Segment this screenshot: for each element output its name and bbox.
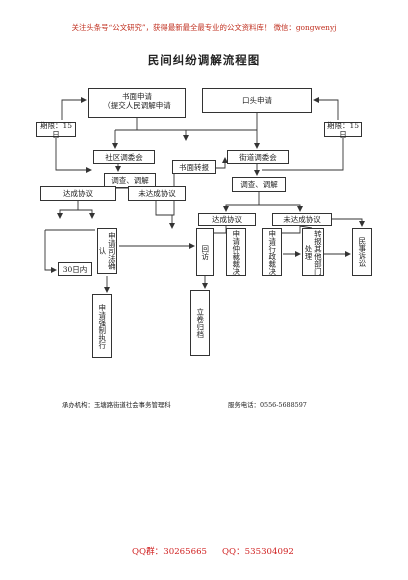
qq-number: QQ：535304092	[222, 547, 294, 557]
within-30-days-box: 30日内	[58, 262, 92, 276]
agreement-reached-community-box: 达成协议	[40, 186, 116, 201]
no-agreement-street-box: 未达成协议	[272, 213, 332, 226]
administrative-ruling-box: 申请行政裁决	[262, 228, 282, 276]
revisit-box: 回访	[196, 228, 214, 276]
top-banner: 关注头条号“公文研究”，获得最新最全最专业的公文资料库！ 微信：gongweny…	[71, 23, 337, 32]
archive-filing-box: 立卷归档	[190, 290, 210, 356]
oral-application-box: 口头申请	[202, 88, 312, 113]
transfer-other-department-box: 转报其他部门处理	[302, 228, 324, 276]
footer-organization: 承办机构：玉塘路街道社会事务管理科	[62, 401, 171, 409]
written-transfer-box: 书面转报	[172, 160, 216, 174]
written-application-line1: 书面申请	[122, 92, 152, 101]
investigate-mediate-street-box: 调查、调解	[232, 177, 286, 192]
period-left-box: 期限：15日	[36, 121, 76, 139]
judicial-confirmation-box: 申请司法确认	[97, 228, 117, 274]
footer-phone: 服务电话：0556-5688597	[228, 401, 307, 409]
agreement-reached-street-box: 达成协议	[198, 213, 256, 226]
street-committee-box: 街道调委会	[227, 150, 289, 164]
arbitration-ruling-box: 申请仲裁裁决	[226, 228, 246, 276]
community-committee-box: 社区调委会	[93, 150, 155, 164]
qq-group-number: QQ群：30265665	[132, 547, 208, 557]
page-title: 民间纠纷调解流程图	[147, 53, 261, 67]
written-application-box: 书面申请 （提交人民调解申请	[88, 88, 186, 118]
period-right-box: 期限：15日	[324, 121, 362, 139]
written-application-line2: （提交人民调解申请	[103, 101, 171, 110]
civil-litigation-box: 民事诉讼	[352, 228, 372, 276]
no-agreement-community-box: 未达成协议	[128, 186, 186, 201]
compulsory-enforcement-box: 申请强制执行	[92, 294, 112, 358]
